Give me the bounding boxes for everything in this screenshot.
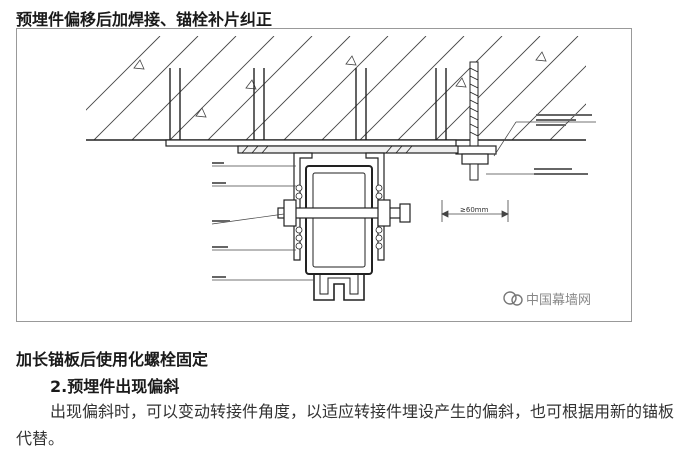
section-heading: 预埋件偏移后加焊接、锚栓补片纠正 [16,10,273,29]
dimension-label: ≥60mm [460,206,489,214]
body-paragraph: 出现偏斜时，可以变动转接件角度，以适应转接件埋设产生的偏斜，也可根据用新的锚板代… [16,402,675,448]
watermark-text: 中国幕墙网 [526,293,591,308]
section-subtitle: 2.预埋件出现偏斜 [50,377,180,396]
watermark-logo-icon [503,291,523,306]
technical-drawing: ≥60mm 中国幕墙网 [16,28,632,322]
figure-caption: 加长锚板后使用化螺栓固定 [16,350,209,369]
